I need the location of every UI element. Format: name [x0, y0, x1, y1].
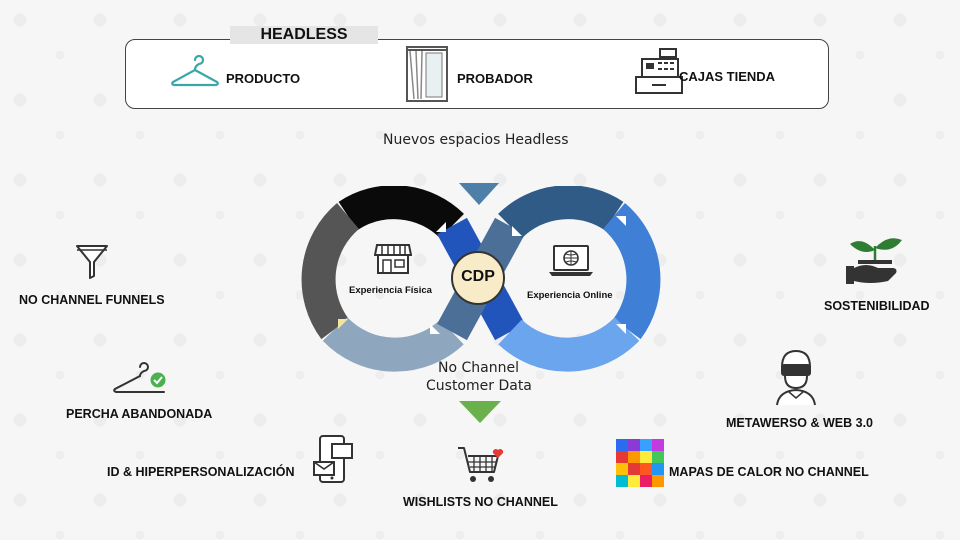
headless-item-cajas: CAJAS TIENDA [679, 69, 776, 84]
headless-panel [125, 39, 829, 109]
cdp-circle [451, 251, 505, 305]
infinity-loop [301, 186, 661, 372]
plant-hand-icon [846, 238, 902, 284]
experiencia-fisica-label: Experiencia Física [349, 285, 432, 296]
hanger-icon [171, 54, 219, 87]
bottom-flow-label-2: Customer Data [426, 378, 532, 394]
cdp-label: CDP [461, 268, 495, 285]
percha-abandonada-label: PERCHA ABANDONADA [66, 407, 213, 421]
experiencia-online-label: Experiencia Online [527, 290, 613, 301]
heatmap-icon [616, 439, 664, 487]
mapas-de-calor-label: MAPAS DE CALOR NO CHANNEL [669, 465, 869, 479]
headless-item-probador: PROBADOR [457, 71, 533, 86]
store-icon [374, 244, 412, 274]
id-hiperpersonalizacion-label: ID & HIPERPERSONALIZACIÓN [107, 465, 295, 479]
green-down-arrow-icon [459, 401, 501, 423]
fitting-room-icon [406, 46, 448, 102]
wishlists-no-channel-label: WISHLISTS NO CHANNEL [403, 495, 558, 509]
cart-heart-icon [458, 447, 504, 482]
metawerso-web3-label: METAWERSO & WEB 3.0 [726, 416, 874, 430]
sostenibilidad-label: SOSTENIBILIDAD [824, 299, 930, 313]
funnel-icon [76, 245, 108, 279]
cash-register-icon [635, 48, 683, 94]
vr-headset-icon [776, 349, 816, 406]
phone-message-icon [313, 435, 353, 483]
hanger-check-icon [113, 362, 166, 393]
headless-title: HEADLESS [230, 26, 378, 44]
no-channel-funnels-label: NO CHANNEL FUNNELS [19, 293, 165, 307]
laptop-globe-icon [549, 245, 593, 276]
headless-item-producto: PRODUCTO [226, 71, 301, 86]
top-flow-label: Nuevos espacios Headless [383, 132, 569, 148]
down-arrow-icon [459, 183, 499, 205]
bottom-flow-label-1: No Channel [438, 360, 519, 376]
